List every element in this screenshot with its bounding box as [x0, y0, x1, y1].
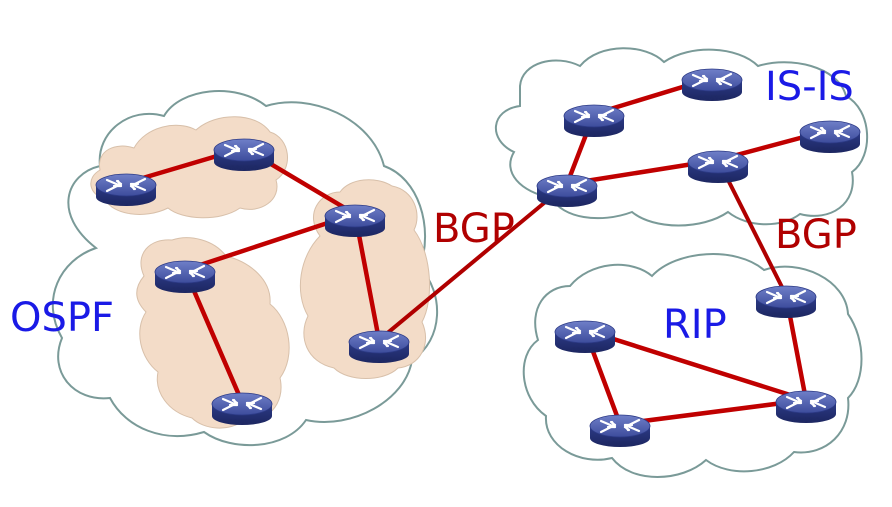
- router-label: ROUTER: [553, 201, 581, 208]
- router-label: ROUTER: [772, 312, 800, 319]
- link-rip-r4-rip-r3: [617, 397, 809, 427]
- router-label: ROUTER: [228, 419, 256, 426]
- router-ospf-r5[interactable]: ROUTER: [347, 329, 411, 365]
- router-label: ROUTER: [792, 417, 820, 424]
- bgp-link-isis-r4-rip-r2: [716, 158, 788, 297]
- router-isis-r4[interactable]: ROUTER: [686, 149, 750, 185]
- router-label: ROUTER: [112, 200, 140, 207]
- router-label: ROUTER: [698, 95, 726, 102]
- bgp-link-ospf-r5-isis-r3: [377, 182, 569, 342]
- router-label: ROUTER: [704, 177, 732, 184]
- router-rip-r1[interactable]: ROUTER: [553, 319, 617, 355]
- link-rip-r1-rip-r3: [582, 327, 809, 403]
- router-rip-r2[interactable]: ROUTER: [754, 284, 818, 320]
- router-ospf-r2[interactable]: ROUTER: [212, 137, 276, 173]
- router-label: ROUTER: [816, 147, 844, 154]
- router-label: ROUTER: [580, 131, 608, 138]
- router-label: ROUTER: [571, 347, 599, 354]
- ospf-label: OSPF: [10, 295, 114, 341]
- router-label: ROUTER: [230, 165, 258, 172]
- router-ospf-r4[interactable]: ROUTER: [153, 259, 217, 295]
- router-rip-r3[interactable]: ROUTER: [774, 389, 838, 425]
- isis-label: IS-IS: [765, 64, 854, 110]
- bgp-label-left: BGP: [433, 206, 515, 252]
- router-label: ROUTER: [171, 287, 199, 294]
- bgp-label-right: BGP: [775, 212, 857, 258]
- router-isis-r3[interactable]: ROUTER: [535, 173, 599, 209]
- router-label: ROUTER: [341, 231, 369, 238]
- router-label: ROUTER: [606, 441, 634, 448]
- router-label: ROUTER: [365, 357, 393, 364]
- router-ospf-r3[interactable]: ROUTER: [323, 203, 387, 239]
- router-ospf-r1[interactable]: ROUTER: [94, 172, 158, 208]
- router-ospf-r6[interactable]: ROUTER: [210, 391, 274, 427]
- router-rip-r4[interactable]: ROUTER: [588, 413, 652, 449]
- router-isis-r5[interactable]: ROUTER: [798, 119, 862, 155]
- router-isis-r1[interactable]: ROUTER: [562, 103, 626, 139]
- rip-label: RIP: [663, 302, 727, 348]
- router-isis-r2[interactable]: ROUTER: [680, 67, 744, 103]
